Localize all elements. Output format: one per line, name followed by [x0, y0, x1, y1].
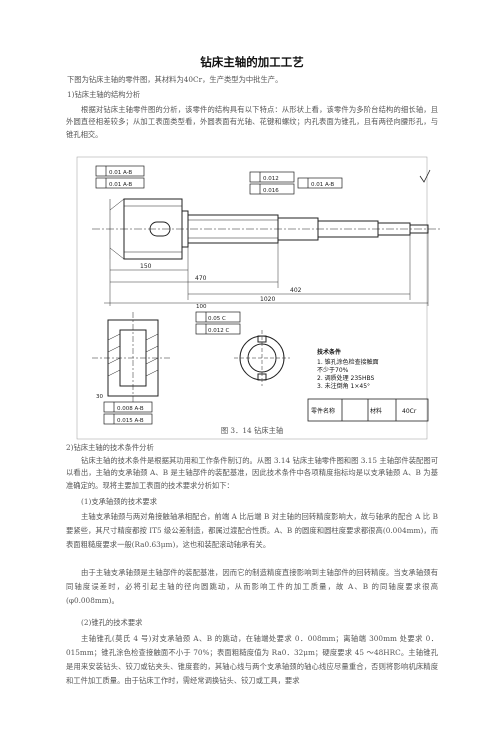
tb-material-value: 40Cr — [402, 408, 417, 415]
section-1-heading: 1)钻床主轴的结构分析 — [67, 90, 141, 99]
svg-text:0.016: 0.016 — [263, 188, 279, 194]
drawing-frame — [76, 156, 428, 440]
subsection-1-paragraph: 主轴支承轴颈与两对角接触轴承相配合，前端 A 比后端 B 对主轴的回转精度影响大… — [66, 512, 438, 549]
svg-text:100: 100 — [196, 304, 207, 310]
figure-caption: 图 3．14 钻床主轴 — [220, 426, 284, 435]
svg-text:0.01 A-B: 0.01 A-B — [109, 182, 132, 188]
svg-text:不少于70%: 不少于70% — [317, 367, 349, 374]
tolerance-frames — [95, 165, 343, 195]
subsection-1-heading: (1)支承轴颈的技术要求 — [81, 497, 158, 506]
dim-150: 150 — [140, 263, 152, 270]
dim-402: 402 — [290, 287, 302, 294]
svg-text:0.015 A-B: 0.015 A-B — [117, 418, 144, 424]
section-1-paragraph: 根据对钻床主轴零件图的分析，该零件的结构具有以下特点：从形状上看，该零件为多阶台… — [66, 105, 438, 139]
section-view — [92, 312, 172, 425]
svg-text:3. 未注倒角 1×45°: 3. 未注倒角 1×45° — [317, 382, 370, 390]
dim-1020: 1020 — [260, 296, 275, 303]
section-2-heading: 2)钻床主轴的技术条件分析 — [66, 443, 154, 452]
svg-text:0.05 C: 0.05 C — [208, 316, 226, 322]
spline-cross-section — [234, 330, 290, 386]
tol-text-1: 0.01 A-B — [109, 170, 132, 176]
svg-text:0.012: 0.012 — [263, 176, 279, 182]
tb-part-name-label: 零件名称 — [311, 407, 335, 415]
notes-title: 技术条件 — [317, 348, 341, 356]
subsection-2-paragraph: 主轴锥孔(莫氏 4 号)对支承轴颈 A、B 的跳动，在轴端处要求 0．008mm… — [66, 634, 438, 685]
subsection-1-paragraph-2: 由于主轴支承轴颈是主轴部件的装配基准，因而它的制造精度直接影响到主轴部件的回转精… — [66, 568, 438, 605]
spindle-elevation — [92, 198, 440, 260]
svg-text:0.01 A-B: 0.01 A-B — [311, 182, 334, 188]
svg-text:0.008 A-B: 0.008 A-B — [117, 406, 144, 412]
svg-text:30: 30 — [96, 394, 103, 400]
intro-text: 下图为钻床主轴的零件图，其材料为40Cr，生产类型为中批生产。 — [67, 75, 283, 84]
tb-material-label: 材料 — [370, 407, 382, 415]
dimension-lines — [104, 233, 429, 306]
title-block — [307, 398, 429, 422]
dim-470: 470 — [195, 275, 207, 282]
subsection-2-heading: (2)锥孔的技术要求 — [81, 618, 143, 627]
roughness-symbol — [419, 169, 431, 183]
svg-text:0.012 C: 0.012 C — [208, 328, 229, 334]
section-2-paragraph: 钻床主轴的技术条件是根据其功用和工作条件制订的。从图 3.14 钻床主轴零件图和… — [66, 456, 438, 490]
page-title: 钻床主轴的加工工艺 — [200, 55, 304, 69]
svg-text:1. 锥孔涂色检查接触面: 1. 锥孔涂色检查接触面 — [317, 358, 379, 366]
svg-text:2. 调质处理 235HBS: 2. 调质处理 235HBS — [317, 374, 375, 382]
